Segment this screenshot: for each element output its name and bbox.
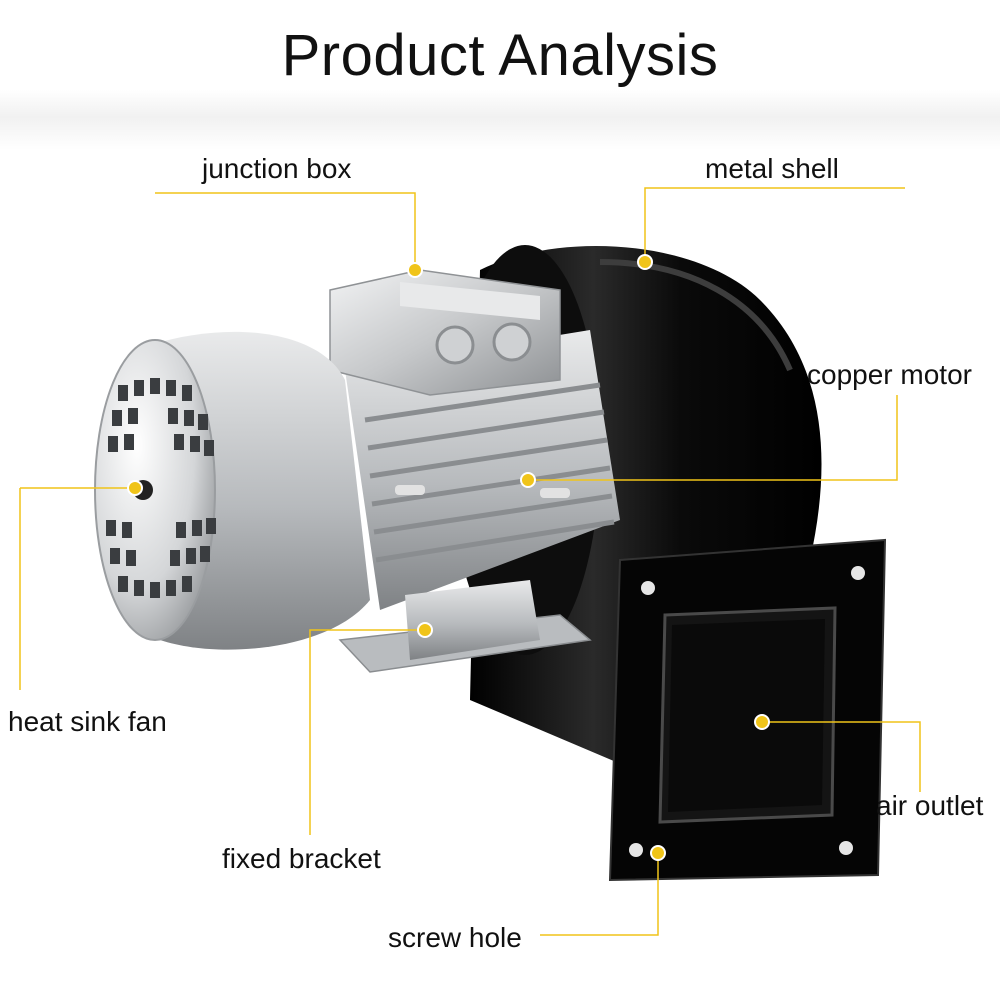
fixed-bracket-callout-line bbox=[309, 629, 425, 835]
air-outlet-callout-line bbox=[762, 721, 921, 792]
fixed-bracket bbox=[338, 580, 592, 673]
screw-hole-callout-dot bbox=[650, 845, 666, 861]
label-heat-sink-fan: heat sink fan bbox=[8, 706, 167, 737]
label-junction-box: junction box bbox=[202, 153, 352, 184]
page-title: Product Analysis bbox=[281, 23, 719, 88]
label-screw-hole: screw hole bbox=[388, 922, 522, 953]
title-band bbox=[0, 0, 1000, 150]
junction-box bbox=[329, 269, 561, 396]
label-copper-motor: copper motor bbox=[807, 359, 972, 390]
heat-sink-fan-cover bbox=[94, 331, 370, 650]
air-outlet-callout-dot bbox=[754, 714, 770, 730]
screw-hole-callout-line bbox=[540, 853, 659, 936]
fixed-bracket-callout-dot bbox=[417, 622, 433, 638]
metal-shell-callout-line bbox=[644, 187, 905, 262]
label-fixed-bracket: fixed bracket bbox=[222, 843, 381, 874]
metal-shell-callout-dot bbox=[637, 254, 653, 270]
copper-motor-callout-dot bbox=[520, 472, 536, 488]
junction-box-callout-line bbox=[155, 192, 416, 270]
copper-motor-callout-line bbox=[528, 395, 898, 481]
heat-sink-fan-callout-dot bbox=[127, 480, 143, 496]
air-outlet-flange bbox=[608, 538, 887, 882]
label-metal-shell: metal shell bbox=[705, 153, 839, 184]
label-air-outlet: air outlet bbox=[876, 790, 984, 821]
junction-box-callout-dot bbox=[407, 262, 423, 278]
motor-body bbox=[345, 330, 620, 610]
callout-lines bbox=[19, 187, 921, 936]
